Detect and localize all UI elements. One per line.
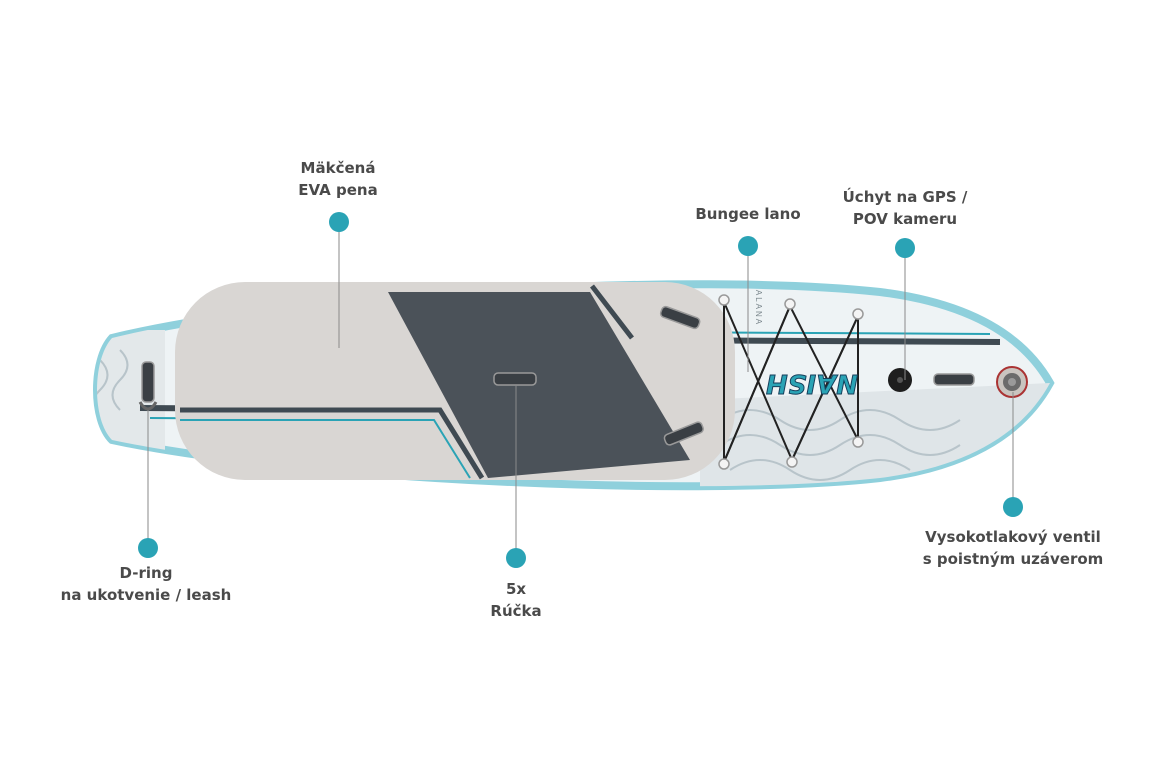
deck-pad-dark (388, 292, 690, 478)
callout-dots (138, 212, 1023, 568)
label-eva-foam: Mäkčená EVA pena (298, 157, 377, 201)
d-ring (138, 401, 158, 411)
handle-lower (663, 421, 704, 446)
label-valve: Vysokotlakový ventil s poistným uzáverom (923, 526, 1104, 570)
label-line: POV kameru (852, 210, 958, 228)
dot-foam (329, 212, 349, 232)
handle-center (493, 372, 537, 386)
label-bungee: Bungee lano (695, 203, 800, 225)
label-line: EVA pena (298, 181, 378, 199)
dot-bungee (738, 236, 758, 256)
dot-dring (138, 538, 158, 558)
bungee-cord (723, 301, 859, 463)
handles (141, 305, 975, 446)
label-line: D-ring (119, 564, 173, 582)
label-line: na ukotvenie / leash (60, 586, 232, 604)
pad-stripe-accent (180, 419, 471, 479)
bungee-points (718, 294, 864, 470)
pad-stripe-top (590, 284, 634, 340)
dot-mount (895, 238, 915, 258)
label-camera-mount: Úchyt na GPS / POV kameru (843, 186, 968, 230)
tribal-lines (97, 349, 961, 481)
camera-mount-center (897, 377, 903, 383)
label-handles: 5x Rúčka (490, 578, 541, 622)
label-line: s poistným uzáverom (922, 550, 1104, 568)
dot-valve (1003, 497, 1023, 517)
dot-handles (506, 548, 526, 568)
model-mark: ALANA (754, 290, 763, 326)
handle-upper (659, 305, 701, 330)
label-line: Mäkčená (300, 159, 376, 177)
label-d-ring: D-ring na ukotvenie / leash (61, 562, 232, 606)
model-mark-text: ALANA (754, 290, 763, 326)
label-line: Bungee lano (695, 205, 801, 223)
valve (996, 366, 1028, 398)
label-line: Úchyt na GPS / (842, 188, 968, 206)
naish-logo: NAISH (766, 368, 858, 398)
label-line: Rúčka (490, 602, 542, 620)
handle-nose (933, 373, 975, 386)
pad-stripe (180, 407, 485, 480)
handle-tail (141, 361, 155, 403)
leader-lines (147, 222, 1014, 558)
label-line: Vysokotlakový ventil (925, 528, 1101, 546)
label-line: 5x (505, 580, 527, 598)
